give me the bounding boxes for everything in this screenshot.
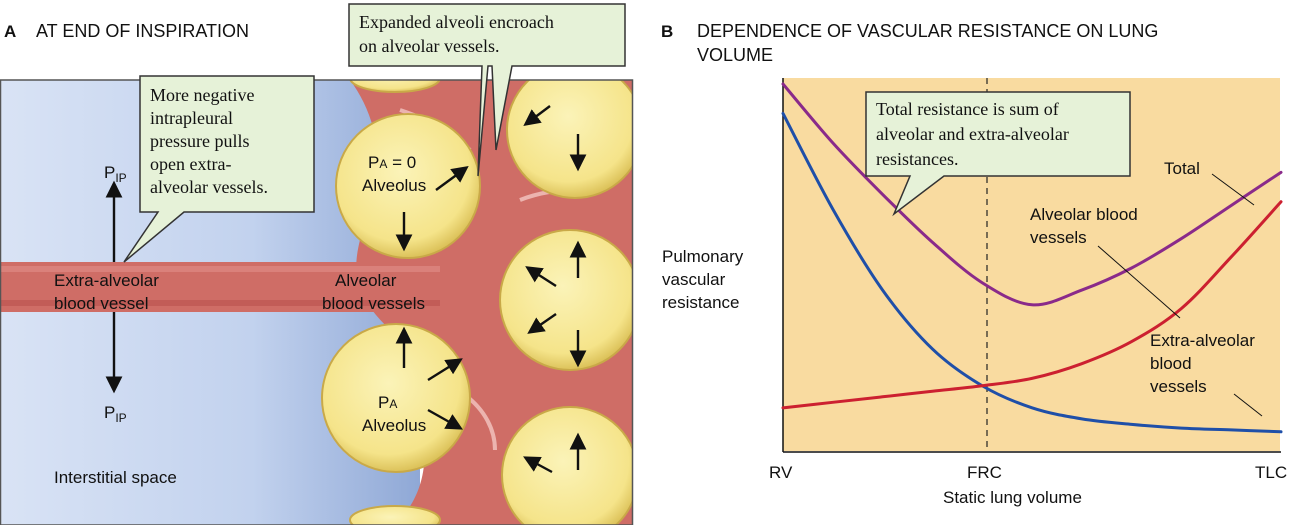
alveolus-right-bottom bbox=[501, 406, 633, 525]
callout-intrapleural-line2: intrapleural bbox=[150, 108, 233, 128]
total-leader-line bbox=[1211, 173, 1255, 206]
y-axis-label-line1: Pulmonary bbox=[662, 247, 744, 266]
y-axis-label-line2: vascular bbox=[662, 270, 726, 289]
alveolus-right-mid bbox=[499, 229, 633, 371]
alveolus-lower-pressure: PA bbox=[378, 393, 397, 412]
alveolar-vessels-label-line1: Alveolar bbox=[335, 271, 397, 290]
series-label-extra-line1: Extra-alveolar bbox=[1150, 331, 1255, 350]
callout-total-line3: resistances. bbox=[876, 149, 958, 169]
series-label-alveolar-line1: Alveolar blood bbox=[1030, 205, 1138, 224]
panel-b-title-line2: VOLUME bbox=[697, 45, 773, 65]
alveolus-upper-label: Alveolus bbox=[362, 176, 426, 195]
series-line-total bbox=[781, 82, 1283, 307]
callout-intrapleural-line1: More negative bbox=[150, 85, 254, 105]
callout-encroach: Expanded alveoli encroach on alveolar ve… bbox=[348, 3, 626, 177]
pip-label-top: PIP bbox=[104, 163, 127, 185]
panel-b-letter: B bbox=[661, 22, 673, 41]
alveolus-upper-pressure: PA = 0 bbox=[368, 153, 416, 172]
alveolus-bottom-edge bbox=[349, 505, 441, 525]
extra-leader-line bbox=[1233, 393, 1263, 417]
alveolar-vessels-label-line2: blood vessels bbox=[322, 294, 425, 313]
pip-label-bottom: PIP bbox=[104, 403, 127, 425]
series-layer bbox=[781, 82, 1283, 434]
alveolus-upper bbox=[335, 113, 481, 259]
panel-b: B DEPENDENCE OF VASCULAR RESISTANCE ON L… bbox=[661, 21, 1287, 507]
callout-encroach-line2: on alveolar vessels. bbox=[359, 36, 499, 56]
alveolus-lower-label: Alveolus bbox=[362, 416, 426, 435]
callout-intrapleural-line5: alveolar vessels. bbox=[150, 177, 268, 197]
callout-intrapleural-line4: open extra- bbox=[150, 154, 231, 174]
series-line-alveolar-blood-vessels bbox=[781, 200, 1283, 410]
alveolus-lower bbox=[321, 323, 471, 473]
series-label-extra-line3: vessels bbox=[1150, 377, 1207, 396]
callout-intrapleural: More negative intrapleural pressure pull… bbox=[123, 75, 315, 263]
extra-alveolar-label-line2: blood vessel bbox=[54, 294, 149, 313]
callout-encroach-line1: Expanded alveoli encroach bbox=[359, 12, 554, 32]
series-label-extra-line2: blood bbox=[1150, 354, 1192, 373]
x-tick-frc: FRC bbox=[967, 463, 1002, 482]
series-label-total: Total bbox=[1164, 159, 1200, 178]
panel-b-title-line1: DEPENDENCE OF VASCULAR RESISTANCE ON LUN… bbox=[697, 21, 1158, 41]
extra-alveolar-label-line1: Extra-alveolar bbox=[54, 271, 159, 290]
panel-a-letter: A bbox=[4, 22, 16, 41]
panel-a: A AT END OF INSPIRATION bbox=[0, 3, 634, 526]
x-axis-label: Static lung volume bbox=[943, 488, 1082, 507]
alveolus-top-edge bbox=[349, 80, 441, 93]
interstitial-space-label: Interstitial space bbox=[54, 468, 177, 487]
pressure-arrows bbox=[105, 105, 587, 474]
y-axis-label-line3: resistance bbox=[662, 293, 739, 312]
callout-total-line1: Total resistance is sum of bbox=[876, 99, 1059, 119]
callout-intrapleural-line3: pressure pulls bbox=[150, 131, 249, 151]
panel-a-title: AT END OF INSPIRATION bbox=[36, 21, 249, 41]
x-tick-rv: RV bbox=[769, 463, 793, 482]
series-label-alveolar-line2: vessels bbox=[1030, 228, 1087, 247]
series-line-extra-alveolar-blood-vessels bbox=[781, 111, 1283, 434]
callout-total-line2: alveolar and extra-alveolar bbox=[876, 124, 1069, 144]
alveolus-right-top bbox=[506, 80, 633, 199]
x-tick-tlc: TLC bbox=[1255, 463, 1287, 482]
alveolar-leader-line bbox=[1097, 245, 1181, 319]
callout-total-resistance: Total resistance is sum of alveolar and … bbox=[865, 91, 1131, 217]
